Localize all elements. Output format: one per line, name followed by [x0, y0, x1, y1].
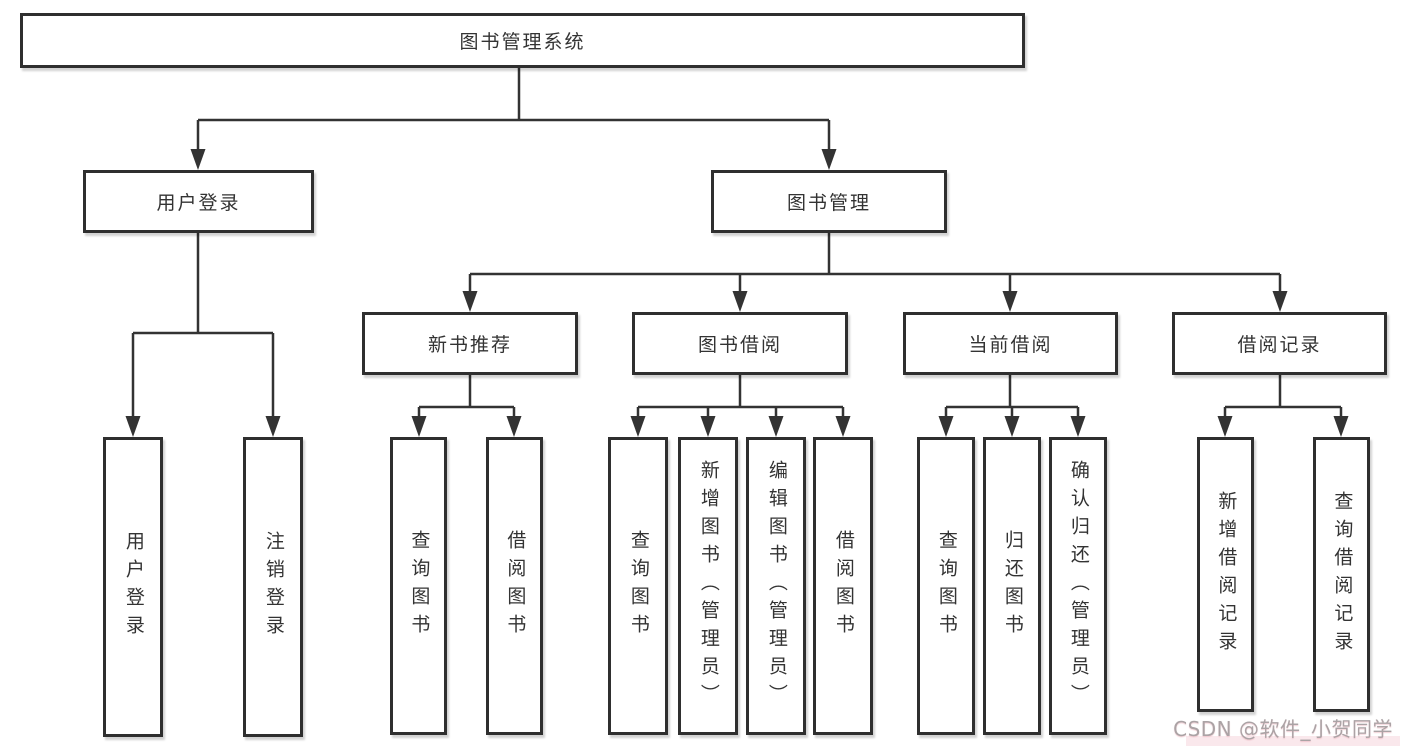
node-label: 图书管理系统	[459, 31, 586, 53]
leaf-edit-books-admin: 编辑图书（管理员）	[746, 437, 806, 735]
leaf-user-login: 用户登录	[103, 437, 163, 737]
leaf-label: 归还图书	[1001, 530, 1024, 642]
connector-borrowing-records-branch	[1217, 375, 1349, 437]
leaf-label: 编辑图书（管理员）	[765, 460, 788, 712]
node-label: 用户登录	[156, 192, 241, 214]
connector-book-borrowing-branch	[630, 375, 851, 437]
leaf-label: 注销登录	[262, 531, 285, 643]
leaf-query-books-2: 查询图书	[608, 437, 668, 735]
node-book-management: 图书管理	[711, 170, 947, 233]
node-label: 当前借阅	[968, 334, 1053, 356]
leaf-label: 查询图书	[627, 530, 650, 642]
leaf-add-books-admin: 新增图书（管理员）	[678, 437, 738, 735]
node-new-book-recommendation: 新书推荐	[362, 312, 578, 375]
leaf-label: 用户登录	[122, 531, 145, 643]
leaf-logout: 注销登录	[243, 437, 303, 737]
connector-current-borrowing-branch	[938, 375, 1086, 437]
leaf-label: 新增图书（管理员）	[697, 460, 720, 712]
leaf-label: 确认归还（管理员）	[1067, 460, 1090, 712]
node-library-management-system: 图书管理系统	[20, 13, 1025, 68]
leaf-return-books: 归还图书	[983, 437, 1041, 735]
leaf-label: 借阅图书	[832, 530, 855, 642]
leaf-confirm-return-admin: 确认归还（管理员）	[1049, 437, 1107, 735]
watermark-highlight	[1186, 736, 1400, 746]
connector-user-login-branch	[125, 233, 281, 437]
leaf-label: 查询借阅记录	[1331, 490, 1354, 659]
connector-root-to-level2	[190, 68, 837, 170]
leaf-label: 查询图书	[935, 530, 958, 642]
leaf-add-borrow-record: 新增借阅记录	[1197, 437, 1254, 712]
watermark-text: CSDN @软件_小贺同学	[1173, 717, 1393, 741]
node-label: 图书管理	[786, 192, 871, 214]
leaf-label: 借阅图书	[504, 530, 527, 642]
node-user-login: 用户登录	[83, 170, 314, 233]
node-borrowing-records: 借阅记录	[1172, 312, 1387, 375]
leaf-label: 新增借阅记录	[1215, 490, 1238, 659]
leaf-query-books-3: 查询图书	[917, 437, 975, 735]
leaf-query-books-1: 查询图书	[390, 437, 447, 735]
node-label: 图书借阅	[697, 334, 782, 356]
node-current-borrowing: 当前借阅	[903, 312, 1118, 375]
leaf-label: 查询图书	[408, 530, 431, 642]
node-label: 借阅记录	[1237, 334, 1322, 356]
node-label: 新书推荐	[427, 334, 512, 356]
connector-book-management-to-level3	[462, 233, 1288, 312]
leaf-query-borrow-record: 查询借阅记录	[1313, 437, 1370, 712]
connector-new-book-branch	[411, 375, 522, 437]
leaf-borrow-books-2: 借阅图书	[813, 437, 873, 735]
leaf-borrow-books-1: 借阅图书	[486, 437, 543, 735]
node-book-borrowing: 图书借阅	[632, 312, 848, 375]
